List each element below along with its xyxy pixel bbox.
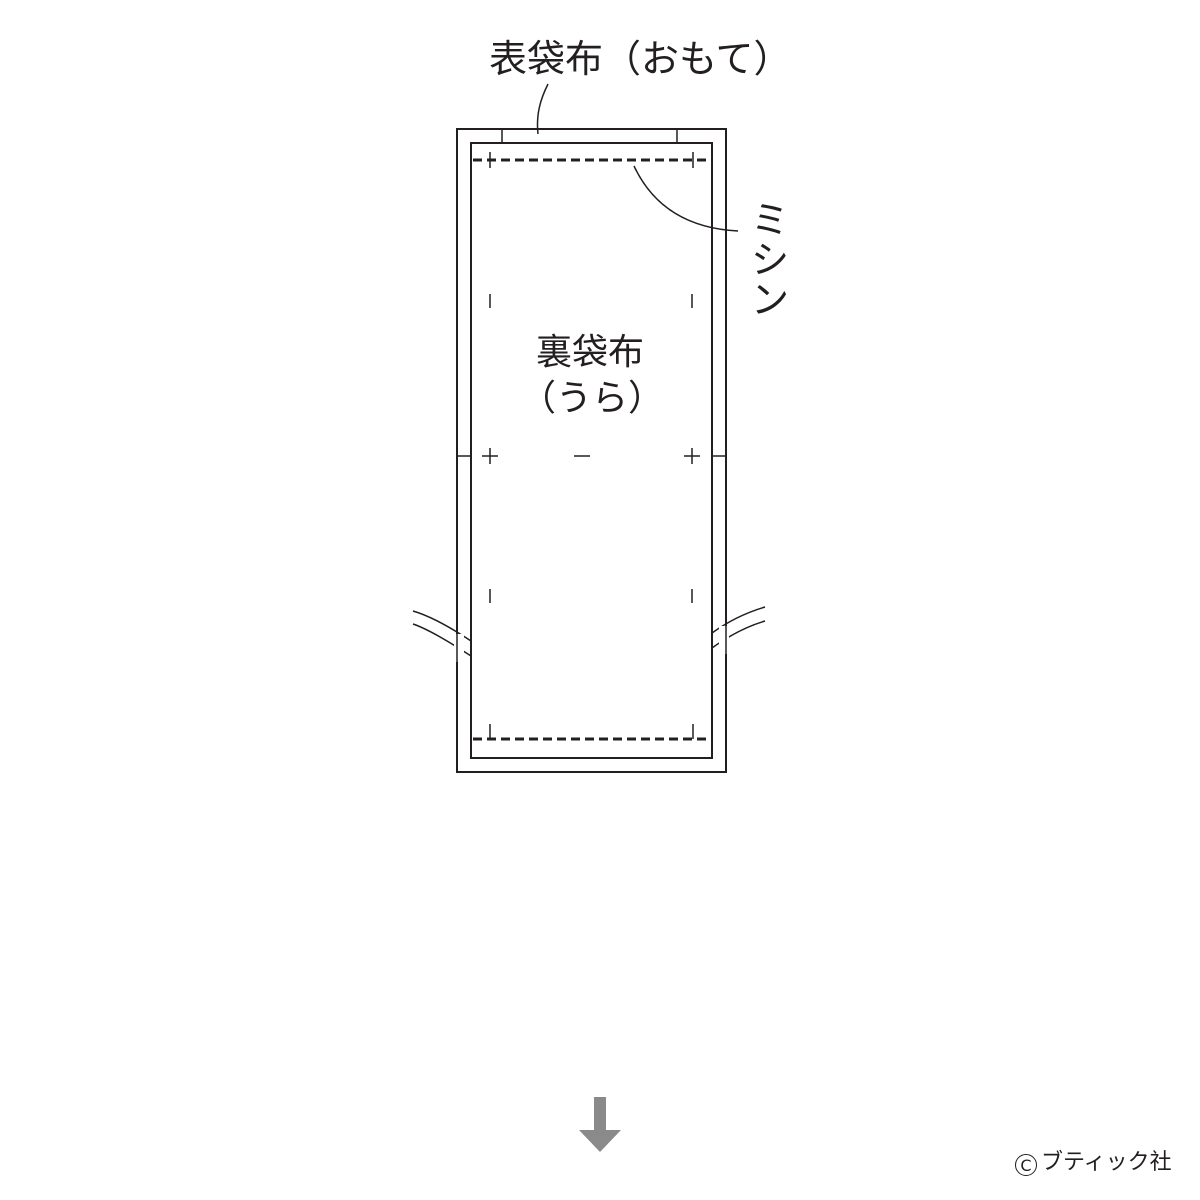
- cross-mark: [684, 448, 700, 464]
- outer-fabric-outline: [456, 128, 727, 773]
- cross-mark: [482, 448, 498, 464]
- handle-right: [711, 606, 766, 649]
- copyright-text: ブティック社: [1041, 1150, 1172, 1175]
- outer-fabric-leader-line: [536, 83, 549, 135]
- stitch-label-char: ミ: [750, 198, 789, 242]
- lining-fabric-label: 裏袋布 （うら）: [520, 330, 665, 422]
- lining-fabric-side: （うら）: [520, 378, 665, 419]
- stitch-label: ミ シ ン: [750, 200, 790, 320]
- handle-right-gap: [719, 626, 729, 654]
- stitch-label-char: シ: [750, 238, 789, 282]
- copyright-icon: C: [1015, 1154, 1037, 1176]
- handle-left: [412, 610, 472, 657]
- handle-left-gap: [454, 634, 464, 662]
- lining-fabric-name: 裏袋布: [535, 332, 644, 373]
- stitch-label-char: ン: [750, 278, 789, 322]
- lining-fabric-outline: [470, 142, 713, 759]
- down-arrow-icon: [579, 1097, 621, 1152]
- outer-fabric-label: 表袋布（おもて）: [489, 37, 792, 81]
- stitch-leader-line: [633, 165, 739, 232]
